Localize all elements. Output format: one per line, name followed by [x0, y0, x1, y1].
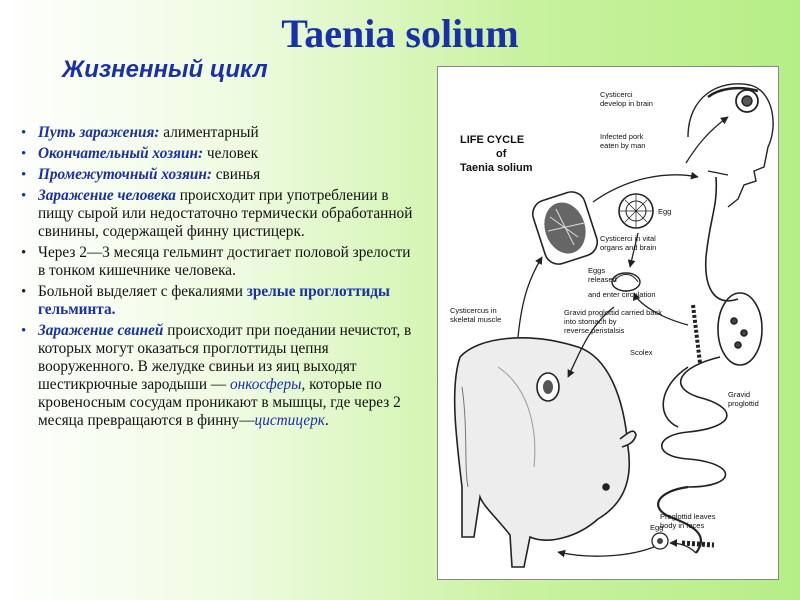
- label-gravid-back: Gravid proglottid carried back: [564, 308, 662, 317]
- fact-list: • Путь заражения: алиментарный • Окончат…: [20, 124, 420, 433]
- arrow-feces: [669, 539, 697, 554]
- label-cysticercus-muscle: Cysticercus in: [450, 306, 497, 315]
- label-gravid-proglottid: Gravid: [728, 390, 750, 399]
- cysticercus-icon: [611, 272, 641, 292]
- item-label: Заражение свиней: [38, 322, 164, 339]
- label-cysticerci-vital: Cysticerci in vital: [600, 234, 656, 243]
- label-scolex: Scolex: [630, 348, 653, 357]
- egg-bottom-icon: [651, 532, 669, 550]
- human-head-icon: [687, 83, 774, 208]
- pig-icon: [453, 337, 637, 568]
- bullet-icon: •: [21, 188, 27, 204]
- bullet-icon: •: [21, 146, 27, 162]
- label-proglottid-leaves: body in feces: [660, 521, 704, 530]
- item-italic-term: онкосферы: [229, 376, 302, 393]
- proglottid-icon: [681, 540, 715, 548]
- life-cycle-figure: LIFE CYCLE of Taenia solium Cysticerci d…: [437, 66, 779, 580]
- figure-title-line1: LIFE CYCLE: [460, 134, 524, 146]
- list-item: • Через 2—3 месяца гельминт достигает по…: [20, 244, 420, 280]
- label-proglottid-leaves: Proglottid leaves: [660, 512, 716, 521]
- list-item: • Больной выделяет с фекалиями зрелые пр…: [20, 283, 420, 319]
- label-eggs-released: Eggs: [588, 266, 605, 275]
- item-label: Путь заражения:: [38, 124, 160, 141]
- list-item: • Промежуточный хозяин: свинья: [20, 166, 420, 184]
- item-text: свинья: [211, 166, 261, 183]
- label-eggs-released: released: [588, 275, 617, 284]
- item-text: человек: [203, 145, 259, 162]
- item-text: , которые по кровеносным сосудам проника…: [38, 376, 401, 429]
- arrow-up-muscle: [517, 256, 543, 338]
- bullet-icon: •: [21, 323, 27, 339]
- label-gravid-back: into stomach by: [564, 317, 617, 326]
- arrow-egg-to-cyst: [627, 232, 639, 268]
- label-infected-pork: eaten by man: [600, 141, 645, 150]
- arrow-pork-to-man: [592, 171, 699, 203]
- page-subtitle: Жизненный цикл: [62, 56, 268, 83]
- bullet-icon: •: [21, 284, 27, 300]
- item-text: .: [324, 412, 329, 429]
- item-text: Через 2—3 месяца гельминт достигает поло…: [38, 244, 411, 279]
- egg-icon: [618, 193, 654, 229]
- item-label: Заражение человека: [38, 187, 176, 204]
- label-cysticerci-brain: Cysticerci: [600, 90, 633, 99]
- list-item: • Заражение человека происходит при упот…: [20, 187, 420, 241]
- arrow-eggs-circulation: [632, 292, 689, 326]
- item-label: Окончательный хозяин:: [38, 145, 204, 162]
- infected-pork-icon: [531, 191, 599, 265]
- item-text: Больной выделяет с фекалиями: [38, 283, 247, 300]
- label-gravid-back: reverse peristalsis: [564, 326, 625, 335]
- arrow-bottom-loop: [557, 546, 655, 558]
- label-infected-pork: Infected pork: [600, 132, 644, 141]
- label-cysticerci-brain: develop in brain: [600, 99, 653, 108]
- figure-title-line2: of: [496, 148, 507, 160]
- figure-title-line3: Taenia solium: [460, 162, 533, 174]
- digestive-tract-icon: [657, 176, 763, 554]
- label-cysticercus-muscle: skeletal muscle: [450, 315, 501, 324]
- life-cycle-diagram: LIFE CYCLE of Taenia solium Cysticerci d…: [450, 83, 774, 568]
- item-label: Промежуточный хозяин:: [38, 166, 212, 183]
- label-cysticerci-vital: organs and brain: [600, 243, 656, 252]
- label-egg-bottom: Egg: [650, 523, 663, 532]
- gravid-proglottid-icon: [691, 304, 702, 364]
- bullet-icon: •: [21, 125, 27, 141]
- bullet-icon: •: [21, 167, 27, 183]
- item-text: происходит при поедании нечистот, в кото…: [38, 322, 412, 393]
- bullet-icon: •: [21, 245, 27, 261]
- label-egg: Egg: [658, 207, 671, 216]
- item-highlight: зрелые проглоттиды гельминта.: [38, 283, 390, 318]
- label-eggs-released: and enter circulation: [588, 290, 656, 299]
- list-item: • Путь заражения: алиментарный: [20, 124, 420, 142]
- list-item: • Окончательный хозяин: человек: [20, 145, 420, 163]
- arrow-to-pig: [567, 306, 615, 378]
- page-title: Taenia solium: [281, 11, 519, 56]
- item-italic-term: цистицерк: [254, 412, 325, 429]
- list-item: • Заражение свиней происходит при поедан…: [20, 322, 420, 430]
- label-gravid-proglottid: proglottid: [728, 399, 759, 408]
- item-text: происходит при употреблении в пищу сырой…: [38, 187, 413, 240]
- item-text: алиментарный: [159, 124, 259, 141]
- arrow-to-brain: [685, 116, 729, 164]
